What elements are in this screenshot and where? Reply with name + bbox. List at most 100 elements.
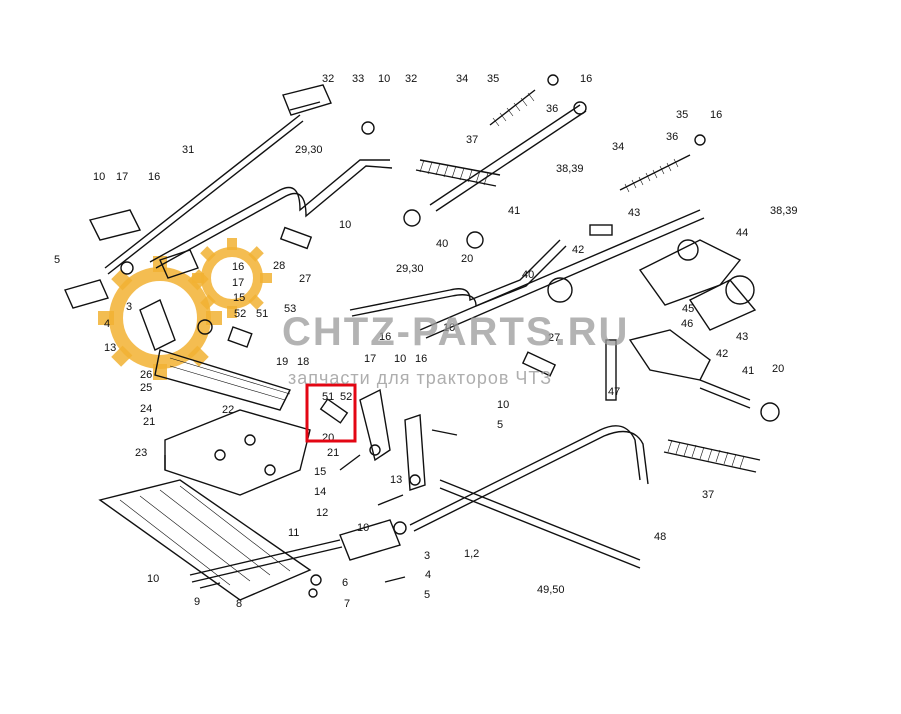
callout-10: 10: [443, 322, 455, 334]
callout-11: 11: [288, 527, 299, 539]
callout-9: 9: [194, 596, 200, 608]
callout-52: 52: [234, 308, 246, 320]
callout-43: 43: [736, 331, 748, 343]
callout-1-2: 1,2: [464, 548, 479, 560]
callout-46: 46: [681, 318, 693, 330]
callout-27: 27: [548, 332, 560, 344]
callout-52: 52: [340, 391, 352, 403]
watermark-brand: CHTZ-PARTS.RU: [282, 310, 629, 354]
callout-16: 16: [710, 109, 722, 121]
callout-4: 4: [104, 318, 110, 330]
callout-22: 22: [222, 404, 234, 416]
callout-14: 14: [314, 486, 326, 498]
callout-20: 20: [772, 363, 784, 375]
callout-21: 21: [327, 447, 339, 459]
callout-17: 17: [364, 353, 376, 365]
callout-34: 34: [456, 73, 468, 85]
watermark-tagline: запчасти для тракторов ЧТЗ: [288, 368, 552, 388]
callout-35: 35: [676, 109, 688, 121]
callout-34: 34: [612, 141, 624, 153]
callout-41: 41: [508, 205, 520, 217]
callout-13: 13: [390, 474, 402, 486]
spring-upper: [415, 159, 501, 187]
callout-28: 28: [273, 260, 285, 272]
callout-24: 24: [140, 403, 152, 415]
gear-large-icon: [98, 256, 222, 380]
parts-linework: [64, 74, 780, 601]
callout-29-30: 29,30: [295, 144, 323, 156]
callout-32: 32: [322, 73, 334, 85]
callout-16: 16: [379, 331, 391, 343]
spring-lower: [663, 439, 761, 473]
callout-10: 10: [93, 171, 105, 183]
callout-5: 5: [497, 419, 503, 431]
callout-12: 12: [316, 507, 328, 519]
callout-27: 27: [299, 273, 311, 285]
callout-36: 36: [546, 103, 558, 115]
callout-49-50: 49,50: [537, 584, 565, 596]
callout-51: 51: [256, 308, 268, 320]
spring-top: [489, 89, 536, 127]
callout-51: 51: [322, 391, 334, 403]
callout-33: 33: [352, 73, 364, 85]
callout-40: 40: [522, 269, 534, 281]
callout-42: 42: [572, 244, 584, 256]
callout-5: 5: [54, 254, 60, 266]
highlight-box: [305, 383, 357, 443]
callout-40: 40: [436, 238, 448, 250]
callout-6: 6: [342, 577, 348, 589]
callout-10: 10: [147, 573, 159, 585]
bushing-51-52: [197, 319, 349, 424]
callout-29-30: 29,30: [396, 263, 424, 275]
callout-45: 45: [682, 303, 694, 315]
callout-20: 20: [461, 253, 473, 265]
callout-37: 37: [702, 489, 714, 501]
callout-5: 5: [424, 589, 430, 601]
callout-16: 16: [415, 353, 427, 365]
callout-15: 15: [233, 292, 245, 304]
callout-3: 3: [424, 550, 430, 562]
callout-16: 16: [148, 171, 160, 183]
callout-42: 42: [716, 348, 728, 360]
callout-3: 3: [126, 301, 132, 313]
base-plate: [164, 409, 311, 496]
callout-47: 47: [608, 386, 620, 398]
callout-26: 26: [140, 369, 152, 381]
callout-41: 41: [742, 365, 754, 377]
callout-10: 10: [378, 73, 390, 85]
callout-48: 48: [654, 531, 666, 543]
callout-18: 18: [297, 356, 309, 368]
callout-10: 10: [357, 522, 369, 534]
callout-7: 7: [344, 598, 350, 610]
callout-10: 10: [497, 399, 509, 411]
callout-36: 36: [666, 131, 678, 143]
callout-21: 21: [143, 416, 155, 428]
callout-25: 25: [140, 382, 152, 394]
callout-15: 15: [314, 466, 326, 478]
callout-38-39: 38,39: [770, 205, 798, 217]
callout-35: 35: [487, 73, 499, 85]
callout-32: 32: [405, 73, 417, 85]
callout-10: 10: [339, 219, 351, 231]
callout-10: 10: [394, 353, 406, 365]
callout-17: 17: [232, 277, 244, 289]
callout-16: 16: [580, 73, 592, 85]
callout-53: 53: [284, 303, 296, 315]
callout-8: 8: [236, 598, 242, 610]
watermark-logo: [98, 238, 272, 380]
callout-13: 13: [104, 342, 116, 354]
callout-44: 44: [736, 227, 748, 239]
callout-19: 19: [276, 356, 288, 368]
callout-23: 23: [135, 447, 147, 459]
callout-4: 4: [425, 569, 431, 581]
gear-small-icon: [192, 238, 272, 318]
callout-31: 31: [182, 144, 194, 156]
callout-43: 43: [628, 207, 640, 219]
callout-38-39: 38,39: [556, 163, 584, 175]
callout-16: 16: [232, 261, 244, 273]
callout-37: 37: [466, 134, 478, 146]
callout-17: 17: [116, 171, 128, 183]
pedal-plate: [98, 479, 312, 601]
